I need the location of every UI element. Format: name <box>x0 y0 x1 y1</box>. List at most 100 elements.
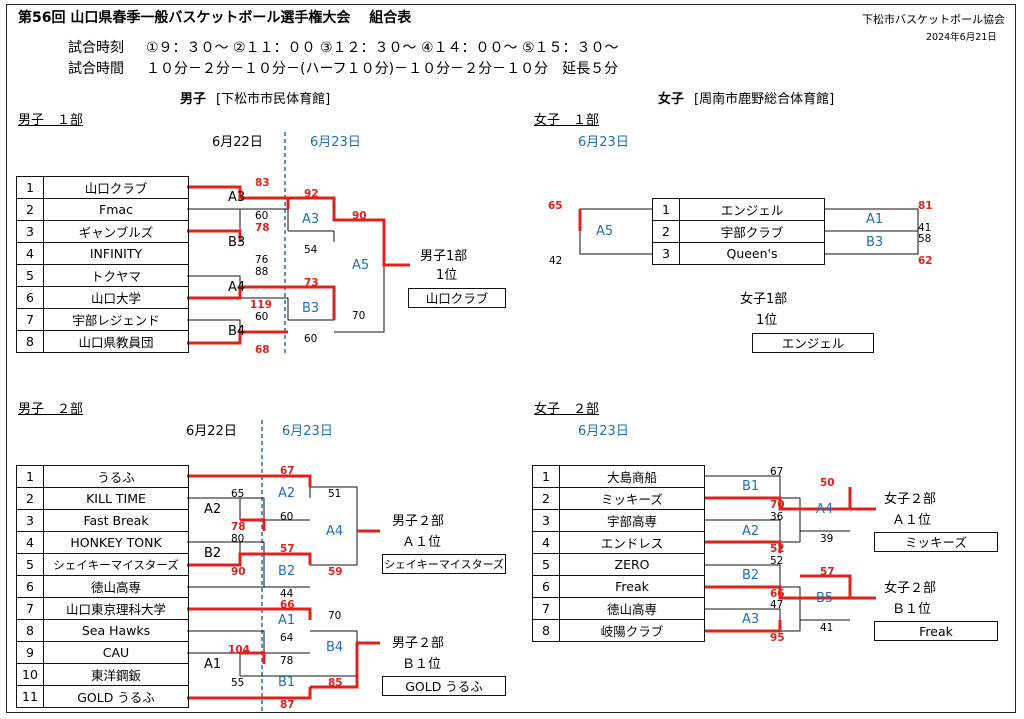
women1-result-rank: 1位 <box>756 313 778 328</box>
score: 57 <box>280 543 295 555</box>
duration-value: １０分－２分－１０分－(ハーフ１０分)－１０分－２分－１０分 延長５分 <box>146 61 619 77</box>
game-code: B3 <box>866 235 884 250</box>
score: 58 <box>918 233 932 245</box>
times-value: ①９：３０～ ②１１：００ ③１２：３０～ ④１４：００～ ⑤１５：３０～ <box>146 40 619 56</box>
women-venue: [周南市鹿野総合体育館] <box>694 92 835 107</box>
women2-resultB-label: 女子２部 <box>884 581 937 596</box>
men2-resultA-label: 男子２部 <box>392 514 445 529</box>
score: 87 <box>280 699 295 711</box>
men1-result-label: 男子1部 <box>420 249 468 264</box>
score: 81 <box>918 200 933 212</box>
score: 41 <box>820 622 834 634</box>
men2-winnerB: GOLD うるふ <box>382 676 506 696</box>
men2-day2: 6月23日 <box>282 424 333 439</box>
women2-winnerB: Freak <box>874 621 998 641</box>
score: 60 <box>255 311 269 323</box>
women-venue-label: 女子 <box>658 92 685 107</box>
men-venue-label: 男子 <box>180 92 207 107</box>
men2-winnerA: シェイキーマイスターズ <box>382 554 506 574</box>
score: 60 <box>280 511 294 523</box>
organization: 下松市バスケットボール協会 <box>862 13 1005 26</box>
women1-day: 6月23日 <box>578 135 629 150</box>
score: 70 <box>328 610 342 622</box>
game-code: B5 <box>816 591 834 606</box>
score: 70 <box>352 310 366 322</box>
score: 50 <box>820 477 835 489</box>
score: 44 <box>280 588 294 600</box>
score: 80 <box>231 533 245 545</box>
game-code: A4 <box>228 280 246 295</box>
score: 39 <box>820 533 834 545</box>
score: 42 <box>549 255 563 267</box>
score: 78 <box>255 222 270 234</box>
score: 83 <box>255 177 270 189</box>
score: 51 <box>328 488 342 500</box>
game-code: B4 <box>326 640 344 655</box>
game-code: B1 <box>278 675 296 690</box>
score: 65 <box>231 488 245 500</box>
men1-day2: 6月23日 <box>310 135 361 150</box>
score: 66 <box>770 588 785 600</box>
score: 60 <box>255 210 269 222</box>
men1-day1: 6月22日 <box>212 135 263 150</box>
game-code: B1 <box>742 479 760 494</box>
times-label: 試合時刻 <box>68 40 124 56</box>
women2-resultA-label: 女子２部 <box>884 492 937 507</box>
score: 66 <box>280 599 295 611</box>
game-code: A1 <box>278 613 296 628</box>
women1-result-label: 女子1部 <box>740 292 788 307</box>
women2-winnerA: ミッキーズ <box>874 532 998 552</box>
game-code: B2 <box>742 568 760 583</box>
duration-label: 試合時間 <box>68 61 124 77</box>
women1-heading: 女子 １部 <box>534 113 600 128</box>
women2-resultB-rank: Ｂ１位 <box>892 602 932 617</box>
men1-winner: 山口クラブ <box>408 288 506 308</box>
game-code: A2 <box>278 486 296 501</box>
men2-heading: 男子 ２部 <box>18 402 84 417</box>
score: 47 <box>770 599 784 611</box>
score: 64 <box>280 632 294 644</box>
score: 62 <box>918 255 933 267</box>
women1-winner: エンジェル <box>752 333 874 353</box>
game-code: A5 <box>352 258 370 273</box>
bracket-sheet <box>6 4 1016 713</box>
game-code: A3 <box>228 190 246 205</box>
score: 78 <box>280 655 294 667</box>
game-code: B3 <box>302 301 320 316</box>
score: 57 <box>820 566 835 578</box>
score: 70 <box>770 499 785 511</box>
men2-resultA-rank: Ａ１位 <box>402 535 442 550</box>
score: 92 <box>304 188 319 200</box>
score: 52 <box>770 543 785 555</box>
men2-resultB-rank: Ｂ１位 <box>402 657 442 672</box>
game-code: A1 <box>866 212 884 227</box>
score: 78 <box>231 521 246 533</box>
game-code: A5 <box>596 224 614 239</box>
men1-result-rank: 1位 <box>436 268 458 283</box>
page-title: 第56回 山口県春季一般バスケットボール選手権大会 組合表 <box>18 10 412 26</box>
score: 41 <box>918 222 932 234</box>
